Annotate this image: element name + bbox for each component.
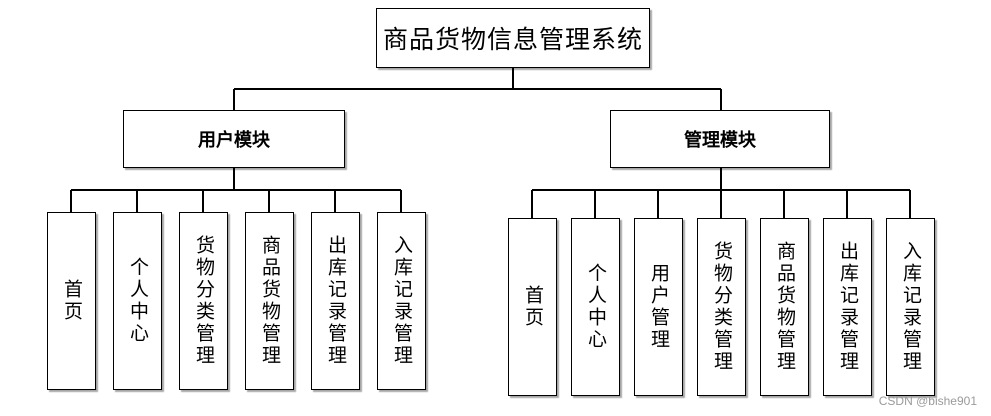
leaf-admin-6: 入库记录管理 xyxy=(886,218,935,396)
leaf-user-5: 入库记录管理 xyxy=(377,212,426,390)
leaf-user-3: 商品货物管理 xyxy=(245,212,294,390)
leaf-label: 个人中心 xyxy=(585,263,607,351)
leaf-admin-5: 出库记录管理 xyxy=(823,218,872,396)
leaf-label: 商品货物管理 xyxy=(774,241,796,373)
leaf-admin-3: 货物分类管理 xyxy=(697,218,746,396)
root-label: 商品货物信息管理系统 xyxy=(382,25,643,54)
leaf-label: 首页 xyxy=(61,279,83,323)
leaf-label: 个人中心 xyxy=(127,257,149,345)
leaf-label: 商品货物管理 xyxy=(259,235,281,367)
leaf-label: 货物分类管理 xyxy=(711,241,733,373)
leaf-label: 入库记录管理 xyxy=(900,241,922,373)
module-label-admin: 管理模块 xyxy=(684,130,756,151)
leaf-user-2: 货物分类管理 xyxy=(179,212,228,390)
leaf-admin-0: 首页 xyxy=(508,218,557,396)
leaf-admin-4: 商品货物管理 xyxy=(760,218,809,396)
leaf-user-4: 出库记录管理 xyxy=(311,212,360,390)
leaf-label: 用户管理 xyxy=(648,263,670,351)
module-node-admin: 管理模块 xyxy=(610,110,830,168)
leaf-label: 出库记录管理 xyxy=(325,235,347,367)
leaf-label: 出库记录管理 xyxy=(837,241,859,373)
leaf-label: 货物分类管理 xyxy=(193,235,215,367)
leaf-user-1: 个人中心 xyxy=(113,212,162,390)
csdn-watermark: CSDN @bishe901 xyxy=(878,394,977,408)
leaf-label: 入库记录管理 xyxy=(391,235,413,367)
leaf-user-0: 首页 xyxy=(47,212,96,390)
root-node: 商品货物信息管理系统 xyxy=(376,8,650,68)
leaf-label: 首页 xyxy=(522,285,544,329)
leaf-admin-1: 个人中心 xyxy=(571,218,620,396)
module-node-user: 用户模块 xyxy=(123,110,345,168)
module-label-user: 用户模块 xyxy=(198,130,270,151)
leaf-admin-2: 用户管理 xyxy=(634,218,683,396)
